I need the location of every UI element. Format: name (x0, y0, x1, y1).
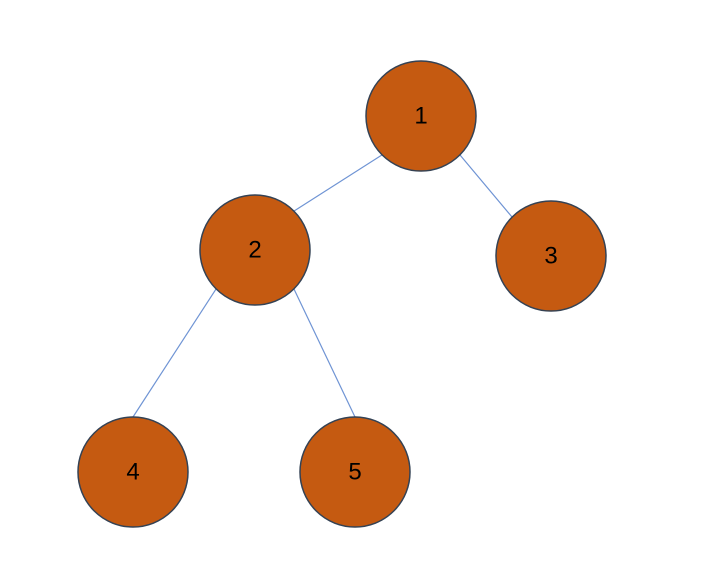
node-circle-3 (495, 200, 607, 312)
edge-1-3 (459, 154, 513, 218)
node-circle-1 (365, 60, 477, 172)
node-label-3: 3 (544, 243, 557, 270)
edge-2-5 (293, 288, 356, 418)
node-label-2: 2 (248, 237, 261, 264)
node-label-1: 1 (414, 103, 427, 130)
edge-2-4 (132, 288, 217, 418)
tree-node-3: 3 (495, 200, 607, 312)
node-label-5: 5 (348, 459, 361, 486)
node-circle-2 (199, 194, 311, 306)
tree-node-5: 5 (299, 416, 411, 528)
tree-node-2: 2 (199, 194, 311, 306)
edge-1-2 (293, 154, 383, 212)
tree-node-4: 4 (77, 416, 189, 528)
tree-node-1: 1 (365, 60, 477, 172)
node-label-4: 4 (126, 459, 139, 486)
node-circle-5 (299, 416, 411, 528)
node-circle-4 (77, 416, 189, 528)
